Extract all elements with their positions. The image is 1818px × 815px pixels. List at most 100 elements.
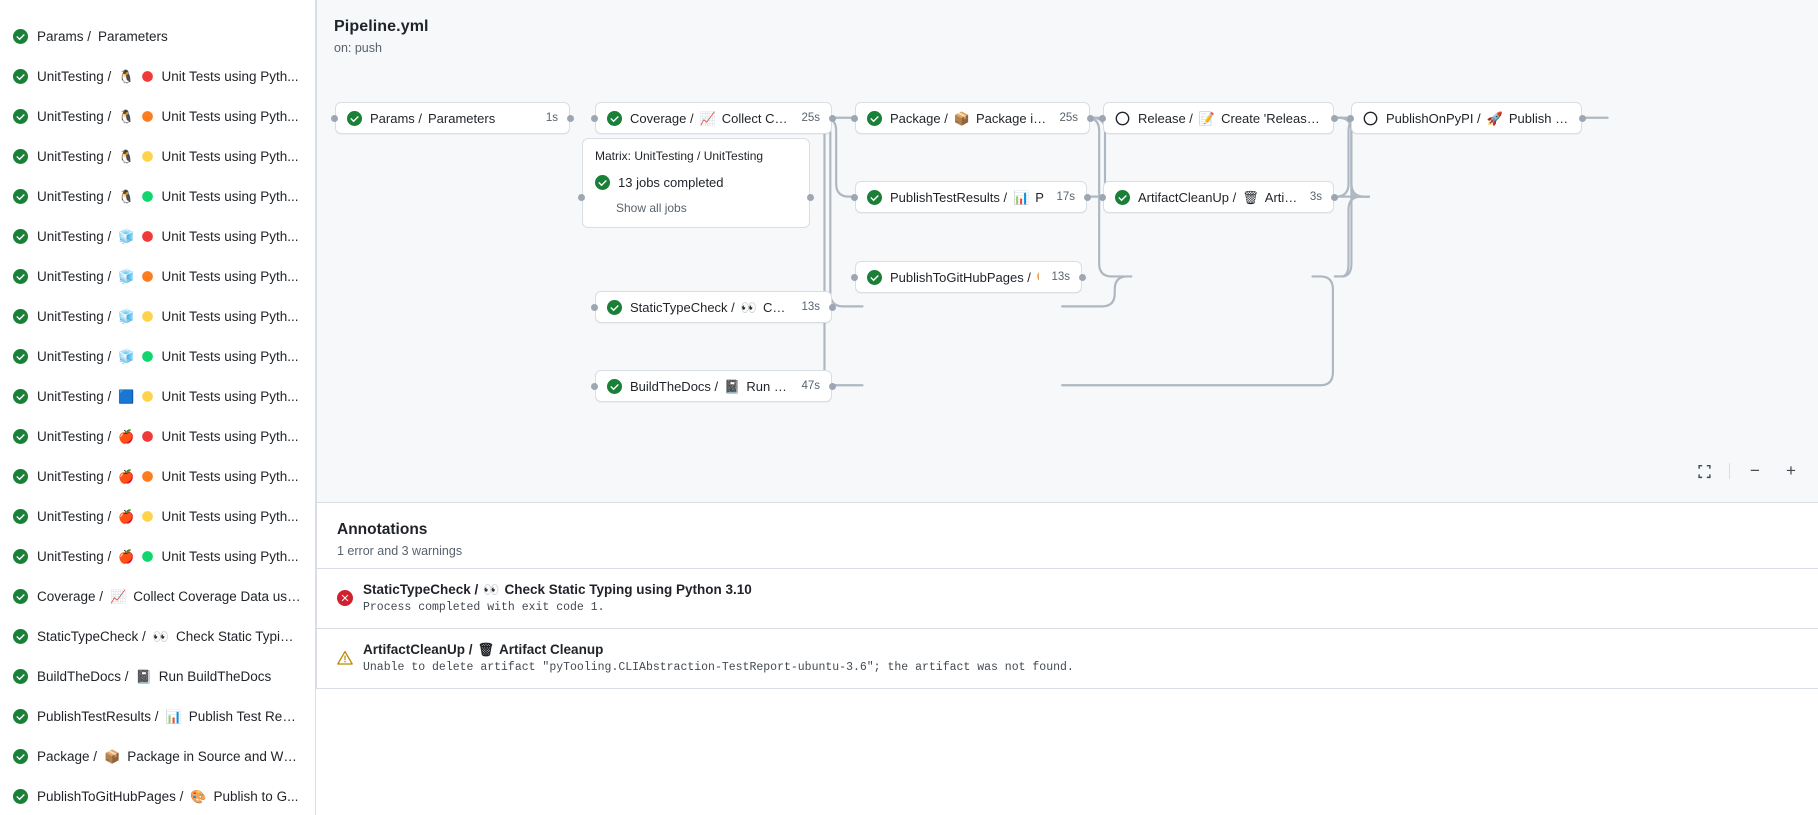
sidebar-item-job[interactable]: UnitTesting /🍎Unit Tests using Pyth... [4, 416, 311, 456]
job-prefix: StaticTypeCheck / [37, 628, 146, 644]
show-all-jobs-link[interactable]: Show all jobs [616, 201, 687, 215]
sidebar-item-label: UnitTesting /🐧Unit Tests using Pyth... [37, 69, 299, 84]
python-version-dot-icon [141, 230, 154, 243]
graph-node-prefix: ArtifactCleanUp / [1138, 189, 1237, 205]
success-check-icon [607, 299, 622, 315]
sidebar-item-job[interactable]: Package /📦Package in Source and Wh... [4, 736, 311, 776]
success-check-icon [13, 308, 28, 324]
success-check-icon [13, 788, 28, 804]
sidebar-item-job[interactable]: UnitTesting /🧊Unit Tests using Pyth... [4, 296, 311, 336]
job-emoji-icon: 📦 [104, 748, 121, 764]
graph-node-statictype[interactable]: StaticTypeCheck /👀Chec...13s [595, 291, 832, 323]
sidebar-item-label: UnitTesting /🐧Unit Tests using Pyth... [37, 189, 299, 204]
graph-node-name: Parameters [428, 110, 496, 126]
sidebar-item-job[interactable]: UnitTesting /🍎Unit Tests using Pyth... [4, 456, 311, 496]
sidebar-item-label: UnitTesting /🐧Unit Tests using Pyth... [37, 109, 299, 124]
sidebar-item-job[interactable]: UnitTesting /🧊Unit Tests using Pyth... [4, 216, 311, 256]
graph-node-coverage[interactable]: Coverage /📈Collect Cove...25s [595, 102, 832, 134]
success-check-icon [13, 68, 28, 84]
job-name: Unit Tests using Pyth... [161, 68, 299, 84]
sidebar-item-job[interactable]: UnitTesting /🐧Unit Tests using Pyth... [4, 176, 311, 216]
sidebar-item-label: UnitTesting /🧊Unit Tests using Pyth... [37, 309, 299, 324]
sidebar-item-job[interactable]: BuildTheDocs /📓Run BuildTheDocs [4, 656, 311, 696]
zoom-in-button[interactable]: + [1786, 461, 1796, 480]
job-prefix: PublishToGitHubPages / [37, 788, 184, 804]
graph-node-release[interactable]: Release /📝Create 'Release P... [1103, 102, 1334, 134]
sidebar-item-job[interactable]: StaticTypeCheck /👀Check Static Typing... [4, 616, 311, 656]
python-version-dot-icon [141, 390, 154, 403]
graph-node-label: Params / Parameters [370, 111, 534, 126]
graph-node-prefix: Params / [370, 110, 423, 126]
python-version-dot-icon [141, 350, 154, 363]
sidebar-item-job[interactable]: UnitTesting /🍎Unit Tests using Pyth... [4, 536, 311, 576]
graph-zoom-controls[interactable]: − + [1693, 460, 1802, 482]
sidebar-item-job[interactable]: Params /Parameters [4, 16, 311, 56]
graph-node-buildthedocs[interactable]: BuildTheDocs /📓Run Buil...47s [595, 370, 832, 402]
job-emoji-icon: 📈 [110, 588, 127, 604]
divider [1729, 463, 1730, 479]
sidebar-item-job[interactable]: Coverage /📈Collect Coverage Data usi... [4, 576, 311, 616]
job-emoji-icon: 🧊 [118, 228, 135, 244]
node-output-port [1579, 115, 1586, 122]
job-prefix: Package / [37, 748, 98, 764]
graph-node-name: Pu... [1035, 189, 1044, 205]
sidebar-item-job[interactable]: UnitTesting /🐧Unit Tests using Pyth... [4, 136, 311, 176]
sidebar-item-job[interactable]: UnitTesting /🧊Unit Tests using Pyth... [4, 256, 311, 296]
job-prefix: BuildTheDocs / [37, 668, 129, 684]
job-emoji-icon: 📓 [135, 668, 152, 684]
annotations-summary: 1 error and 3 warnings [337, 544, 463, 558]
annotation-job-prefix: ArtifactCleanUp / [363, 642, 473, 657]
graph-node-emoji-icon: 📊 [1013, 189, 1030, 205]
sidebar-item-job[interactable]: UnitTesting /🐧Unit Tests using Pyth... [4, 56, 311, 96]
graph-node-artifact[interactable]: ArtifactCleanUp /🗑Artifac...3s [1103, 181, 1334, 213]
sidebar-item-label: Package /📦Package in Source and Wh... [37, 749, 301, 764]
success-check-icon [13, 468, 28, 484]
graph-node-package[interactable]: Package /📦Package in So...25s [855, 102, 1090, 134]
matrix-summary-row[interactable]: 13 jobs completed [583, 171, 809, 193]
success-check-icon [13, 428, 28, 444]
graph-node-prefix: PublishTestResults / [890, 189, 1008, 205]
graph-node-emoji-icon: 📈 [699, 110, 716, 126]
success-check-icon [867, 110, 882, 126]
error-icon [337, 582, 353, 614]
annotation-row[interactable]: StaticTypeCheck /👀Check Static Typing us… [317, 568, 1818, 628]
graph-node-emoji-icon: 👀 [740, 299, 757, 315]
graph-node-name: Artifac... [1264, 189, 1298, 205]
graph-node-publishtest[interactable]: PublishTestResults /📊Pu...17s [855, 181, 1087, 213]
sidebar-item-job[interactable]: PublishToGitHubPages /🎨Publish to G... [4, 776, 311, 815]
job-prefix: UnitTesting / [37, 428, 112, 444]
job-prefix: UnitTesting / [37, 68, 112, 84]
node-input-port [1099, 115, 1106, 122]
success-check-icon [13, 628, 28, 644]
success-check-icon [595, 174, 610, 190]
sidebar-item-job[interactable]: UnitTesting /🧊Unit Tests using Pyth... [4, 336, 311, 376]
graph-node-prefix: Package / [890, 110, 948, 126]
sidebar-item-label: Coverage /📈Collect Coverage Data usi... [37, 589, 301, 604]
python-version-dot-icon [141, 70, 154, 83]
success-check-icon [13, 588, 28, 604]
sidebar-item-job[interactable]: UnitTesting /🍎Unit Tests using Pyth... [4, 496, 311, 536]
python-version-dot-icon [141, 310, 154, 323]
graph-node-pypi[interactable]: PublishOnPyPI /🚀Publish to ... [1351, 102, 1582, 134]
annotation-heading: StaticTypeCheck /👀Check Static Typing us… [363, 582, 752, 597]
sidebar-item-job[interactable]: PublishTestResults /📊Publish Test Resu..… [4, 696, 311, 736]
success-check-icon [1115, 189, 1130, 205]
job-name: Publish to G... [213, 788, 299, 804]
fullscreen-icon[interactable] [1693, 460, 1715, 482]
sidebar-item-label: PublishTestResults /📊Publish Test Resu..… [37, 709, 301, 724]
graph-node-publishpages[interactable]: PublishToGitHubPages /🎨...13s [855, 261, 1082, 293]
job-name: Unit Tests using Pyth... [161, 268, 299, 284]
sidebar-item-job[interactable]: UnitTesting /🐧Unit Tests using Pyth... [4, 96, 311, 136]
sidebar-item-job[interactable]: UnitTesting /🟦Unit Tests using Pyth... [4, 376, 311, 416]
zoom-out-button[interactable]: − [1750, 461, 1760, 480]
annotation-message: Process completed with exit code 1. [363, 601, 605, 614]
python-version-dot-icon [141, 110, 154, 123]
node-output-port [829, 383, 836, 390]
job-name: Unit Tests using Pyth... [161, 388, 299, 404]
graph-node-emoji-icon: 📦 [953, 110, 971, 126]
